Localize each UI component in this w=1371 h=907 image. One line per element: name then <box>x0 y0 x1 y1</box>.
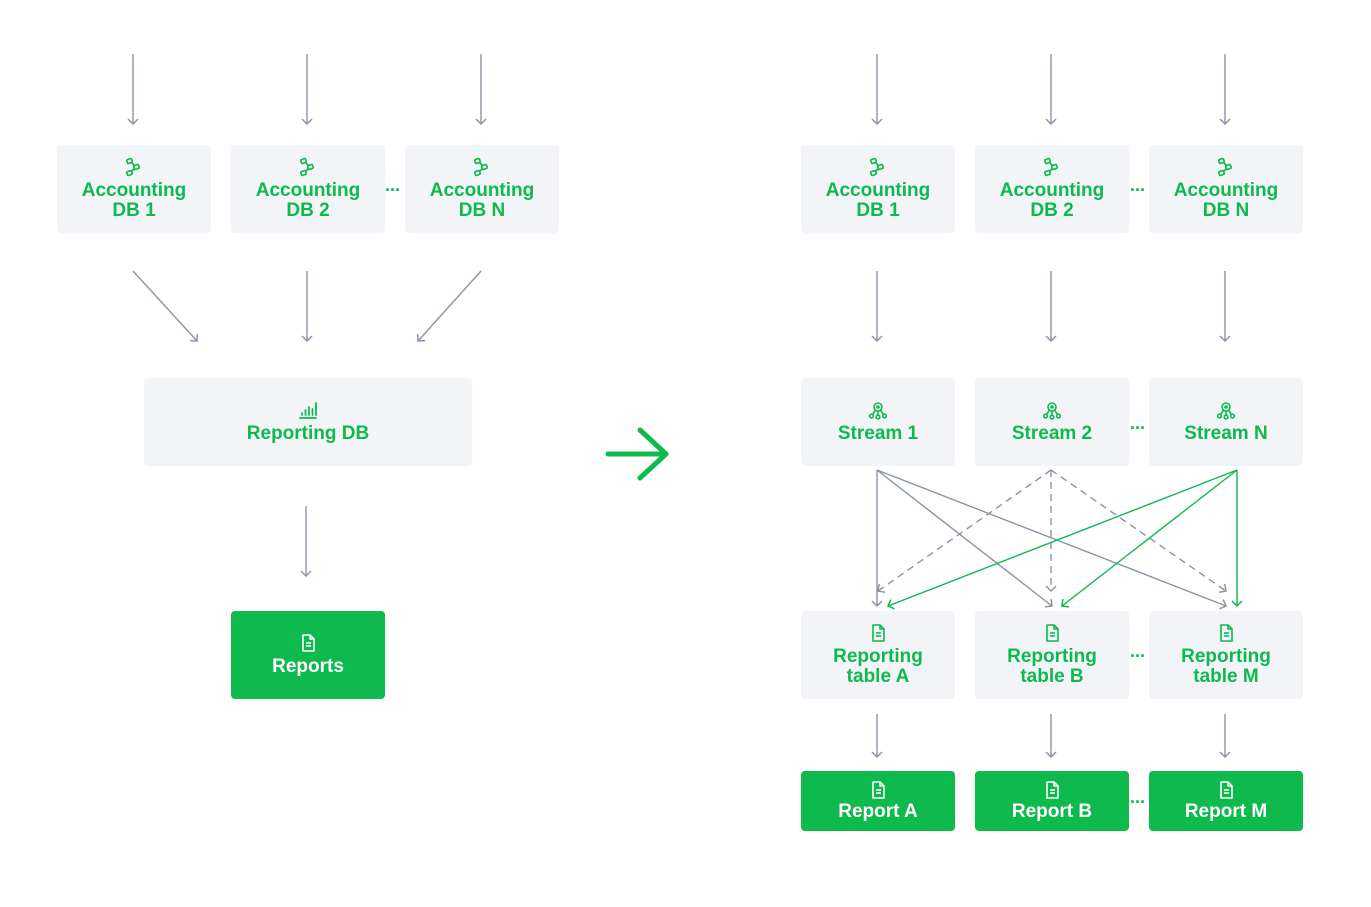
ellipsis: ... <box>1130 413 1146 433</box>
node-label: Report A <box>838 801 918 822</box>
ellipsis: ... <box>385 175 401 195</box>
ellipsis: ... <box>1130 787 1146 807</box>
node-label: Reporting DB <box>246 423 370 444</box>
node-label: Stream 1 <box>837 423 919 444</box>
accounting-db-2-node: Accounting DB 2 <box>231 145 385 233</box>
node-label: Accounting DB N <box>1173 180 1279 221</box>
node-label: Accounting DB 2 <box>255 180 361 221</box>
node-label: Accounting DB 1 <box>81 180 187 221</box>
database-flow-icon <box>125 157 141 177</box>
accounting-db-n-node: Accounting DB N <box>1149 145 1303 233</box>
report-a-node: Report A <box>801 771 955 831</box>
ellipsis: ... <box>1130 175 1146 195</box>
stream-n-node: Stream N <box>1149 378 1303 466</box>
accounting-db-n-node: Accounting DB N <box>405 145 559 233</box>
node-label: Reports <box>272 656 344 677</box>
node-label: Stream 2 <box>1011 423 1093 444</box>
node-label: Report B <box>1011 801 1093 822</box>
merge-arrow <box>132 270 199 342</box>
node-label: Reporting table A <box>833 646 923 687</box>
document-icon <box>872 781 885 799</box>
document-icon <box>872 624 885 642</box>
node-label: Stream N <box>1184 423 1268 444</box>
accounting-db-1-node: Accounting DB 1 <box>801 145 955 233</box>
merge-arrow <box>416 270 482 342</box>
stream2-arrow <box>877 469 1052 593</box>
document-icon <box>302 634 315 652</box>
database-flow-icon <box>1043 157 1059 177</box>
node-label: Report M <box>1184 801 1268 822</box>
database-flow-icon <box>473 157 489 177</box>
ellipsis: ... <box>1130 641 1146 661</box>
document-icon <box>1220 624 1233 642</box>
stream-icon <box>1216 402 1236 420</box>
node-label: Accounting DB N <box>429 180 535 221</box>
node-label: Accounting DB 1 <box>825 180 931 221</box>
stream1-arrow <box>876 469 1053 608</box>
stream-icon <box>868 402 888 420</box>
reports-node: Reports <box>231 611 385 699</box>
stream1-arrow <box>876 469 1227 610</box>
document-icon <box>1220 781 1233 799</box>
database-flow-icon <box>299 157 315 177</box>
reporting-table-b-node: Reporting table B <box>975 611 1129 699</box>
node-label: Reporting table M <box>1181 646 1271 687</box>
database-flow-icon <box>869 157 885 177</box>
node-label: Reporting table B <box>1007 646 1097 687</box>
stream-icon <box>1042 402 1062 420</box>
reporting-db-node: Reporting DB <box>144 378 472 466</box>
document-icon <box>1046 781 1059 799</box>
arrow-right-icon <box>605 427 669 481</box>
stream2-arrow <box>1050 469 1227 594</box>
report-b-node: Report B <box>975 771 1129 831</box>
streamN-arrow <box>887 469 1238 610</box>
accounting-db-1-node: Accounting DB 1 <box>57 145 211 233</box>
bar-chart-icon <box>299 402 317 419</box>
reporting-table-a-node: Reporting table A <box>801 611 955 699</box>
reporting-table-m-node: Reporting table M <box>1149 611 1303 699</box>
document-icon <box>1046 624 1059 642</box>
stream-2-node: Stream 2 <box>975 378 1129 466</box>
accounting-db-2-node: Accounting DB 2 <box>975 145 1129 233</box>
stream-1-node: Stream 1 <box>801 378 955 466</box>
streamN-arrow <box>1061 469 1238 608</box>
node-label: Accounting DB 2 <box>999 180 1105 221</box>
database-flow-icon <box>1217 157 1233 177</box>
report-m-node: Report M <box>1149 771 1303 831</box>
